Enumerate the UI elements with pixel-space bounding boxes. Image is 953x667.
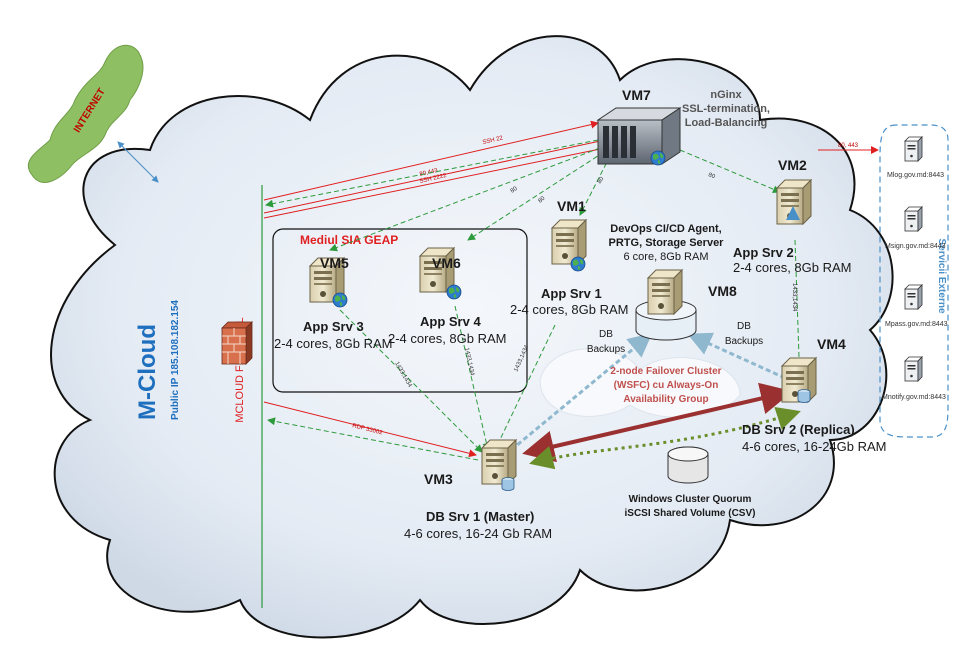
vm3-server-icon xyxy=(481,439,517,491)
backups-left-line2: Backups xyxy=(587,344,625,355)
vm2-role: App Srv 2 xyxy=(733,245,794,260)
internet-cloud: INTERNET xyxy=(27,44,144,183)
vm5-spec: 2-4 cores, 8Gb RAM xyxy=(274,336,393,351)
nginx-ssl-label: SSL-termination, xyxy=(682,103,770,115)
port-80-vm5: 80 xyxy=(510,186,519,195)
sia-geap-group-box xyxy=(272,228,528,393)
cluster-line3: Availability Group xyxy=(623,394,708,405)
vm4-label: VM4 xyxy=(817,336,846,352)
ext-server-mpass: Mpass.gov.md:8443 xyxy=(885,284,948,328)
port-sql-vm2: 1433,1434 xyxy=(791,283,797,312)
ext-mnotify-label: Mnotify.gov.md:8443 xyxy=(882,394,946,401)
ext-server-mlog: Mlog.gov.md:8443 xyxy=(887,136,944,179)
ext-mlog-label: Mlog.gov.md:8443 xyxy=(887,172,944,179)
quorum-link xyxy=(529,407,801,470)
external-services-title: Servicii Externe xyxy=(936,238,947,313)
vm6-role: App Srv 4 xyxy=(420,314,481,329)
vm8-role-line2: PRTG, Storage Server xyxy=(609,237,725,249)
vm3-label: VM3 xyxy=(424,471,453,487)
vm6-label: VM6 xyxy=(432,255,461,271)
vm3-spec: 4-6 cores, 16-24 Gb RAM xyxy=(404,526,552,541)
backups-right-line2: Backups xyxy=(725,336,763,347)
vm2-label: VM2 xyxy=(778,157,807,173)
firewall-icon xyxy=(221,321,253,365)
port-sql-vm6: 1433,1434 xyxy=(463,347,475,377)
nginx-label: nGinx xyxy=(710,89,742,101)
port-80-vm1: 80 xyxy=(597,176,606,185)
vm1-server-icon xyxy=(551,219,587,272)
backup-links xyxy=(504,332,786,457)
backups-right-line1: DB xyxy=(737,321,751,332)
green-links xyxy=(265,139,804,461)
vm4-spec: 4-6 cores, 16-24Gb RAM xyxy=(742,439,887,454)
vm8-role-line1: DevOps CI/CD Agent, xyxy=(610,223,721,235)
vm4-role: DB Srv 2 (Replica) xyxy=(742,422,855,437)
vm1-spec: 2-4 cores, 8Gb RAM xyxy=(510,302,629,317)
port-ssh22: SSH 22 xyxy=(482,135,504,146)
ext-server-msign: Msign.gov.md:8443 xyxy=(885,206,946,250)
vm6-spec: 2-4 cores, 8Gb RAM xyxy=(388,331,507,346)
vm7-server-icon xyxy=(596,107,682,166)
quorum-line1: Windows Cluster Quorum xyxy=(629,494,752,505)
vm2-spec: 2-4 cores, 8Gb RAM xyxy=(733,260,852,275)
port-external: 80, 443 xyxy=(838,143,859,149)
public-ip-label: Public IP 185.108.182.154 xyxy=(170,300,181,420)
red-links xyxy=(263,120,879,458)
quorum-line2: iSCSI Shared Volume (CSV) xyxy=(625,508,756,519)
ext-server-mnotify: Mnotify.gov.md:8443 xyxy=(882,356,946,401)
vm5-label: VM5 xyxy=(320,255,349,271)
vm8-server-icon xyxy=(635,269,697,341)
port-80-vm2: 80 xyxy=(707,172,716,180)
vm7-label: VM7 xyxy=(622,87,651,103)
vm5-role: App Srv 3 xyxy=(303,319,364,334)
cluster-line2: (WSFC) cu Always-On xyxy=(614,380,719,391)
backups-left-line1: DB xyxy=(599,329,613,340)
sia-geap-group-title: Mediul SIA GEAP xyxy=(300,233,398,247)
ext-msign-label: Msign.gov.md:8443 xyxy=(885,243,946,250)
cluster-line1: 2-node Failover Cluster xyxy=(610,366,721,377)
internet-link xyxy=(117,141,159,183)
quorum-disk-icon xyxy=(667,446,709,484)
port-80-vm6: 80 xyxy=(537,195,546,204)
m-cloud-title: M-Cloud xyxy=(134,324,161,420)
vm4-server-icon xyxy=(781,357,817,403)
ext-mpass-label: Mpass.gov.md:8443 xyxy=(885,321,948,328)
vm8-label: VM8 xyxy=(708,283,737,299)
vm8-spec: 6 core, 8Gb RAM xyxy=(624,251,709,263)
vm3-role: DB Srv 1 (Master) xyxy=(426,509,534,524)
vm1-role: App Srv 1 xyxy=(541,286,602,301)
vm1-label: VM1 xyxy=(557,198,586,214)
nginx-lb-label: Load-Balancing xyxy=(685,117,768,129)
vm2-server-icon xyxy=(776,179,812,225)
external-services-group: Servicii Externe xyxy=(879,124,949,438)
